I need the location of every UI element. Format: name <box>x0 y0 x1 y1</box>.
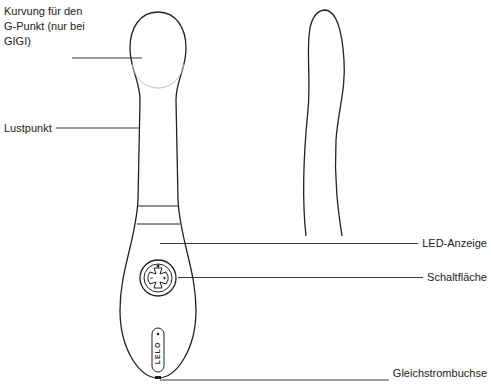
dc-jack <box>155 376 161 379</box>
part-label: Gleichstrombuchse <box>393 366 487 381</box>
logo-text: LELO <box>154 342 162 365</box>
side-silhouette <box>304 10 344 236</box>
part-label: Lustpunkt <box>4 121 52 136</box>
g-spot-curve <box>132 64 184 88</box>
leader-line <box>56 128 140 129</box>
part-label: LED-Anzeige <box>422 236 487 251</box>
leader-line <box>178 277 423 278</box>
logo-dot <box>157 333 160 336</box>
logo-pill <box>152 328 164 372</box>
device-outline <box>120 12 196 378</box>
leader-line <box>160 380 389 381</box>
part-label: Schaltfläche <box>427 270 487 285</box>
band-line <box>137 224 180 225</box>
part-label: Kurvung für den G-Punkt (nur bei GIGI) <box>4 4 90 49</box>
band-line <box>138 206 178 207</box>
control-button <box>140 260 176 296</box>
leader-line <box>72 58 142 59</box>
leader-line <box>160 243 418 244</box>
